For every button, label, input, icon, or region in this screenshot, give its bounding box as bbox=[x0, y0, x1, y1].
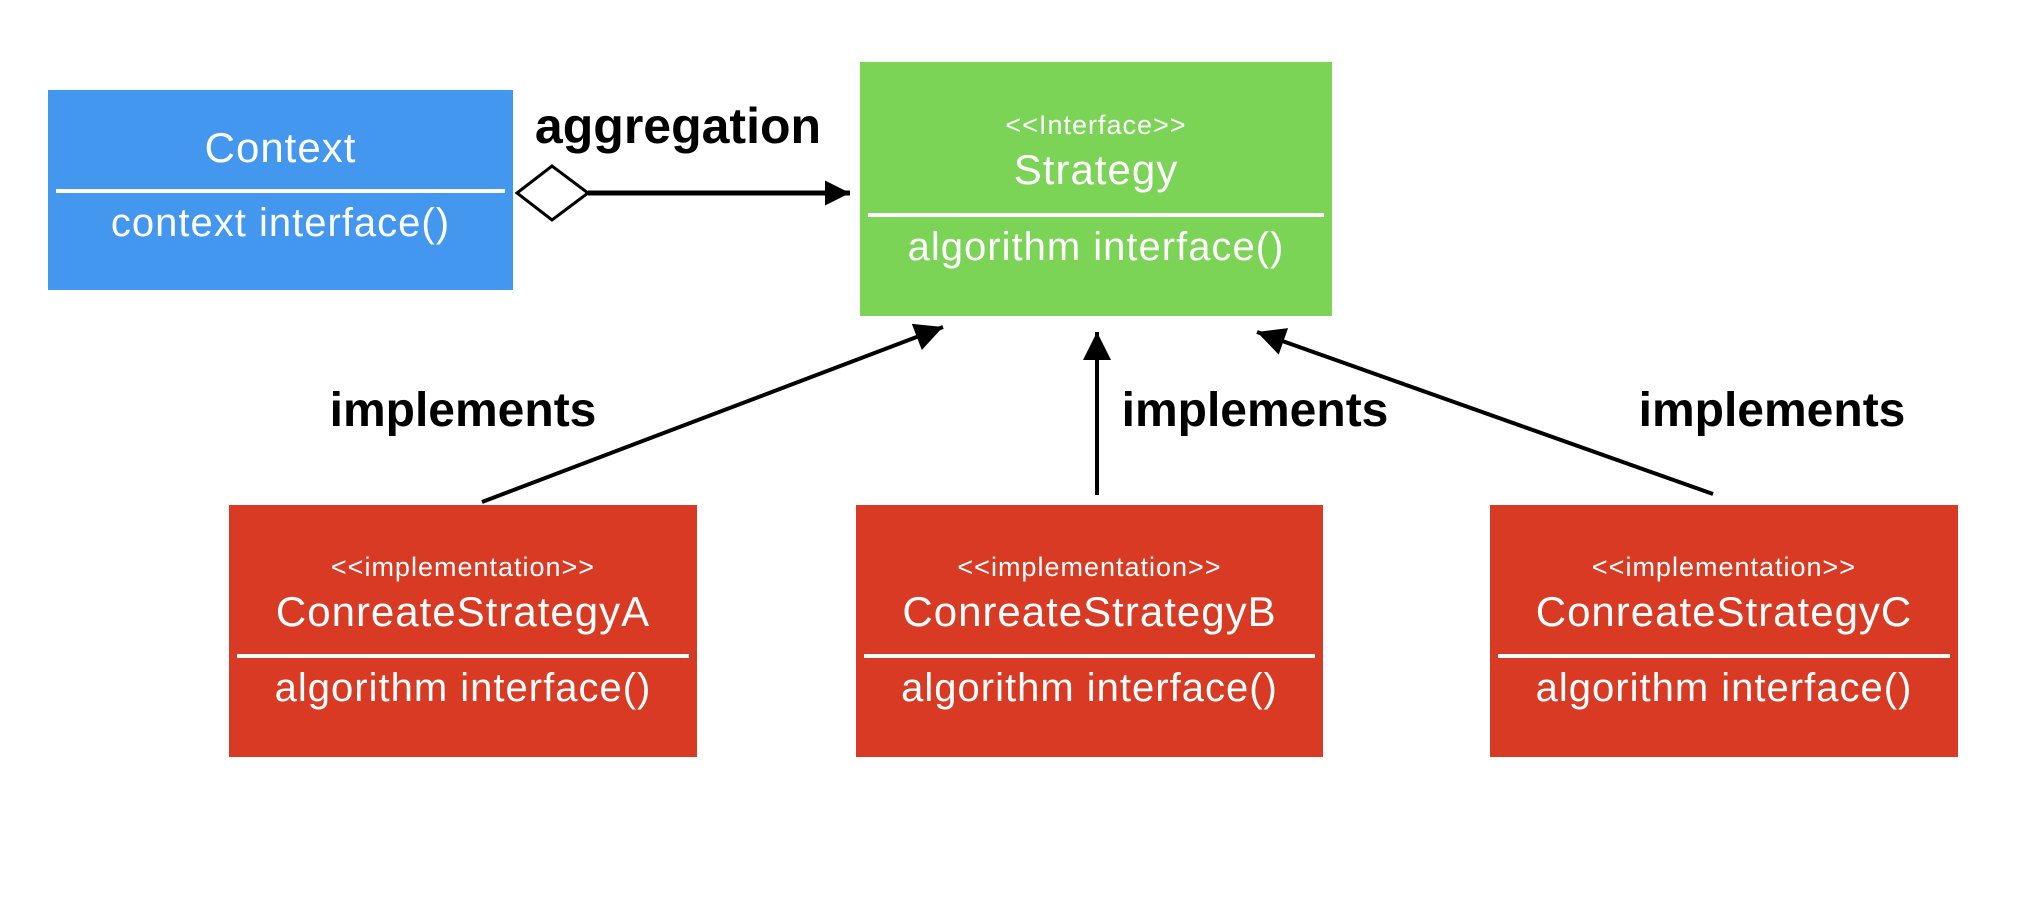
implementation-b-method: algorithm interface() bbox=[901, 666, 1278, 710]
context-class-name: Context bbox=[204, 123, 357, 171]
aggregation-label: aggregation bbox=[534, 98, 822, 154]
aggregation-arrow bbox=[514, 164, 850, 222]
strategy-interface-box: <<Interface>> Strategy algorithm interfa… bbox=[860, 62, 1332, 316]
implementation-a-method: algorithm interface() bbox=[274, 666, 652, 710]
implementation-b-stereotype: <<implementation>> bbox=[957, 552, 1222, 582]
implementation-c-method: algorithm interface() bbox=[1535, 666, 1913, 710]
implementation-a-stereotype: <<implementation>> bbox=[330, 552, 596, 582]
aggregation-diamond-icon bbox=[514, 164, 591, 222]
implementation-a-divider bbox=[237, 654, 689, 658]
implementation-box-c: <<implementation>> ConreateStrategyC alg… bbox=[1490, 505, 1958, 757]
implementation-c-class-name: ConreateStrategyC bbox=[1535, 588, 1913, 635]
implements-label-c: implements bbox=[1638, 384, 1906, 437]
implements-label-a: implements bbox=[329, 384, 597, 437]
context-class-box: Context context interface() bbox=[48, 90, 513, 290]
implementation-c-stereotype: <<implementation>> bbox=[1591, 552, 1857, 582]
strategy-class-name: Strategy bbox=[1013, 146, 1179, 193]
implementation-c-divider bbox=[1498, 654, 1950, 658]
implements-label-b: implements bbox=[1121, 384, 1389, 437]
implementation-b-divider bbox=[864, 654, 1315, 658]
context-method: context interface() bbox=[110, 201, 451, 245]
implementation-box-a: <<implementation>> ConreateStrategyA alg… bbox=[229, 505, 697, 757]
strategy-stereotype: <<Interface>> bbox=[1005, 110, 1187, 140]
implementation-box-b: <<implementation>> ConreateStrategyB alg… bbox=[856, 505, 1323, 757]
strategy-method: algorithm interface() bbox=[907, 225, 1285, 269]
implementation-b-class-name: ConreateStrategyB bbox=[902, 588, 1277, 635]
implementation-a-class-name: ConreateStrategyA bbox=[275, 588, 651, 635]
context-divider bbox=[56, 189, 505, 193]
strategy-divider bbox=[868, 213, 1324, 217]
